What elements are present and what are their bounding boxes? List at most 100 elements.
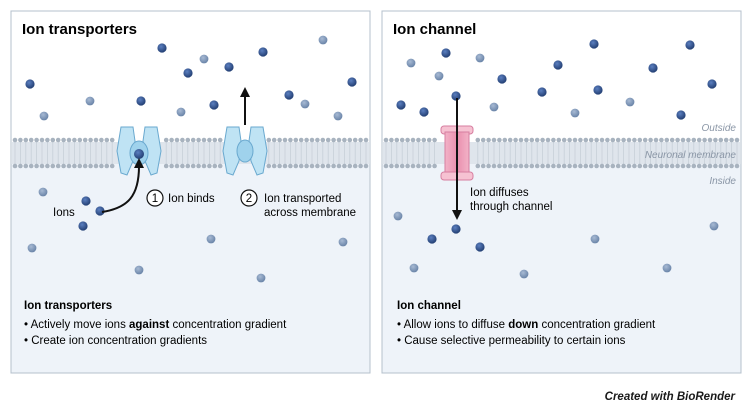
lipid-head-icon bbox=[497, 163, 502, 169]
membrane-label: Neuronal membrane bbox=[645, 150, 737, 161]
lipid-head-icon bbox=[34, 137, 39, 143]
lipid-head-icon bbox=[325, 163, 331, 169]
lipid-head-icon bbox=[383, 137, 389, 143]
lipid-head-icon bbox=[266, 163, 272, 169]
ion-dot-icon bbox=[441, 48, 451, 58]
lipid-head-icon bbox=[271, 137, 277, 143]
lipid-head-icon bbox=[659, 137, 664, 143]
lipid-head-icon bbox=[556, 137, 562, 143]
lipid-head-icon bbox=[502, 137, 508, 143]
lipid-head-icon bbox=[383, 163, 389, 169]
lipid-head-icon bbox=[207, 163, 212, 169]
ion-dot-icon bbox=[406, 58, 416, 68]
lipid-head-icon bbox=[588, 163, 594, 169]
lipid-head-icon bbox=[491, 163, 497, 169]
lipid-head-icon bbox=[507, 137, 513, 143]
lipid-head-icon bbox=[320, 163, 326, 169]
lipid-head-icon bbox=[342, 137, 347, 143]
lipid-head-icon bbox=[615, 137, 621, 143]
lipid-head-icon bbox=[277, 163, 282, 169]
bound-ion-icon bbox=[134, 149, 144, 159]
lipid-head-icon bbox=[540, 163, 545, 169]
step-2-text-line1: Ion transported bbox=[264, 193, 341, 205]
lipid-head-icon bbox=[632, 137, 637, 143]
diffuse-text-line2: through channel bbox=[470, 201, 552, 213]
ions-label: Ions bbox=[53, 207, 75, 219]
ion-dot-icon bbox=[553, 60, 563, 70]
arrow-icon bbox=[240, 87, 250, 97]
lipid-head-icon bbox=[190, 163, 196, 169]
lipid-head-icon bbox=[93, 137, 99, 143]
lipid-head-icon bbox=[615, 163, 621, 169]
lipid-head-icon bbox=[534, 137, 540, 143]
lipid-head-icon bbox=[567, 163, 572, 169]
ion-dot-icon bbox=[224, 62, 234, 72]
lipid-head-icon bbox=[416, 137, 421, 143]
lipid-head-icon bbox=[524, 163, 529, 169]
lipid-head-icon bbox=[605, 163, 610, 169]
lipid-head-icon bbox=[196, 163, 201, 169]
lipid-head-icon bbox=[610, 137, 616, 143]
ion-dot-icon bbox=[648, 63, 658, 73]
ion-dot-icon bbox=[451, 224, 461, 234]
lipid-head-icon bbox=[637, 137, 643, 143]
lipid-head-icon bbox=[686, 163, 691, 169]
lipid-head-icon bbox=[480, 163, 486, 169]
lipid-head-icon bbox=[513, 163, 518, 169]
lipid-head-icon bbox=[680, 137, 686, 143]
lipid-head-icon bbox=[561, 163, 567, 169]
ion-dot-icon bbox=[300, 99, 310, 109]
arrow-icon bbox=[134, 158, 144, 168]
lipid-head-icon bbox=[50, 137, 56, 143]
lipid-head-icon bbox=[594, 163, 599, 169]
lipid-head-icon bbox=[723, 163, 729, 169]
lipid-head-icon bbox=[642, 163, 648, 169]
lipid-head-icon bbox=[653, 163, 659, 169]
ion-dot-icon bbox=[256, 273, 266, 283]
lipid-head-icon bbox=[12, 163, 18, 169]
lipid-head-icon bbox=[734, 163, 740, 169]
lipid-head-icon bbox=[50, 163, 56, 169]
footer-credit: Created with BioRender bbox=[604, 391, 735, 403]
lipid-head-icon bbox=[664, 163, 670, 169]
step-1-number: 1 bbox=[152, 193, 158, 205]
lipid-head-icon bbox=[707, 163, 713, 169]
lipid-head-icon bbox=[718, 137, 724, 143]
lipid-head-icon bbox=[729, 137, 734, 143]
lipid-head-icon bbox=[174, 137, 180, 143]
lipid-head-icon bbox=[104, 163, 110, 169]
lipid-head-icon bbox=[729, 163, 734, 169]
lipid-head-icon bbox=[696, 163, 702, 169]
lipid-head-icon bbox=[304, 137, 309, 143]
ion-dot-icon bbox=[427, 234, 437, 244]
ion-dot-icon bbox=[134, 265, 144, 275]
step-2-text-line2: across membrane bbox=[264, 207, 356, 219]
ion-dot-icon bbox=[333, 111, 343, 121]
ion-dot-icon bbox=[347, 77, 357, 87]
lipid-head-icon bbox=[363, 137, 369, 143]
lipid-head-icon bbox=[293, 137, 299, 143]
lipid-head-icon bbox=[583, 163, 589, 169]
ion-dot-icon bbox=[199, 54, 209, 64]
lipid-head-icon bbox=[61, 163, 66, 169]
lipid-head-icon bbox=[66, 137, 72, 143]
lipid-head-icon bbox=[691, 137, 697, 143]
left-panel: Ion transporters Ions 1 Ion binds 2 Ion … bbox=[10, 10, 371, 374]
lipid-head-icon bbox=[648, 137, 653, 143]
lipid-head-icon bbox=[410, 137, 416, 143]
lipid-head-icon bbox=[626, 137, 632, 143]
lipid-head-icon bbox=[363, 163, 369, 169]
lipid-head-icon bbox=[572, 163, 578, 169]
lipid-head-icon bbox=[282, 163, 288, 169]
lipid-head-icon bbox=[545, 163, 551, 169]
lipid-head-icon bbox=[480, 137, 486, 143]
lipid-head-icon bbox=[686, 137, 691, 143]
lipid-head-icon bbox=[551, 163, 556, 169]
lipid-head-icon bbox=[93, 163, 99, 169]
ion-dot-icon bbox=[589, 39, 599, 49]
lipid-head-icon bbox=[180, 137, 185, 143]
ion-dot-icon bbox=[707, 79, 717, 89]
lipid-head-icon bbox=[632, 163, 637, 169]
ion-dot-icon bbox=[419, 107, 429, 117]
lipid-head-icon bbox=[66, 163, 72, 169]
